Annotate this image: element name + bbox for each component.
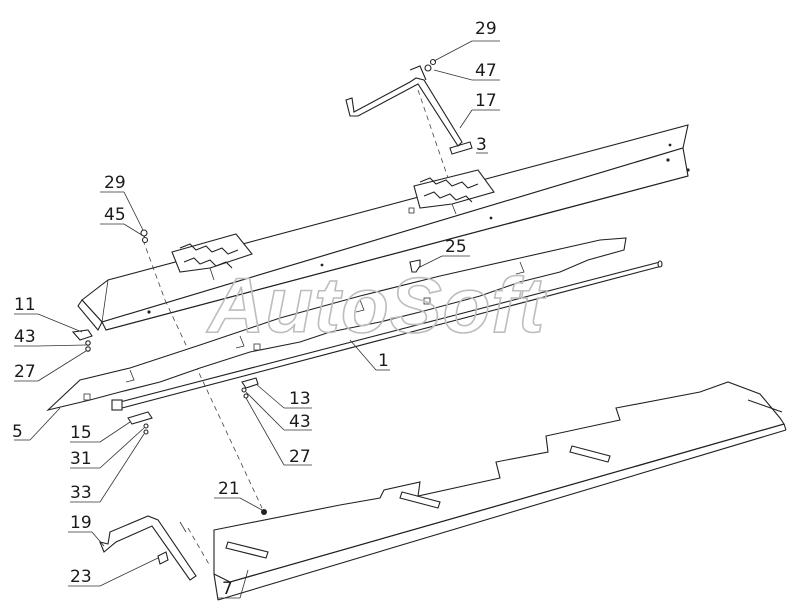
label-31: 31	[70, 449, 92, 469]
label-27-mid: 27	[289, 447, 311, 467]
label-7: 7	[222, 579, 233, 599]
autosoft-watermark: AutoSoft	[206, 261, 547, 349]
lower-guard-part-7	[213, 381, 787, 601]
label-43-mid: 43	[289, 412, 311, 432]
bracket-part-17	[345, 58, 473, 155]
label-3: 3	[476, 135, 487, 155]
label-1: 1	[378, 351, 389, 371]
label-21: 21	[218, 479, 240, 499]
fasteners	[71, 229, 421, 565]
label-29-top: 29	[475, 19, 497, 39]
leader-lines	[14, 40, 500, 599]
label-47: 47	[475, 61, 497, 81]
label-19: 19	[70, 513, 92, 533]
label-13: 13	[289, 389, 311, 409]
label-45: 45	[104, 205, 126, 225]
label-33: 33	[70, 483, 92, 503]
label-29-left: 29	[104, 173, 126, 193]
label-15: 15	[70, 423, 92, 443]
toothed-block-left	[171, 233, 253, 281]
label-11: 11	[14, 295, 36, 315]
blade-strip-part-5	[46, 237, 627, 412]
label-27-left: 27	[14, 362, 36, 382]
part-labels: 29 47 17 3 29 45 25 11 43 27 1 5 13 43 1…	[12, 19, 497, 599]
label-23: 23	[70, 567, 92, 587]
toothed-block-right	[413, 169, 495, 215]
label-17: 17	[475, 91, 497, 111]
label-25: 25	[445, 237, 467, 257]
bracket-part-19	[99, 515, 197, 581]
cover-plate-part-3	[77, 124, 690, 331]
label-43-left: 43	[14, 327, 36, 347]
label-5: 5	[12, 422, 23, 442]
rod-part-1	[111, 260, 663, 411]
